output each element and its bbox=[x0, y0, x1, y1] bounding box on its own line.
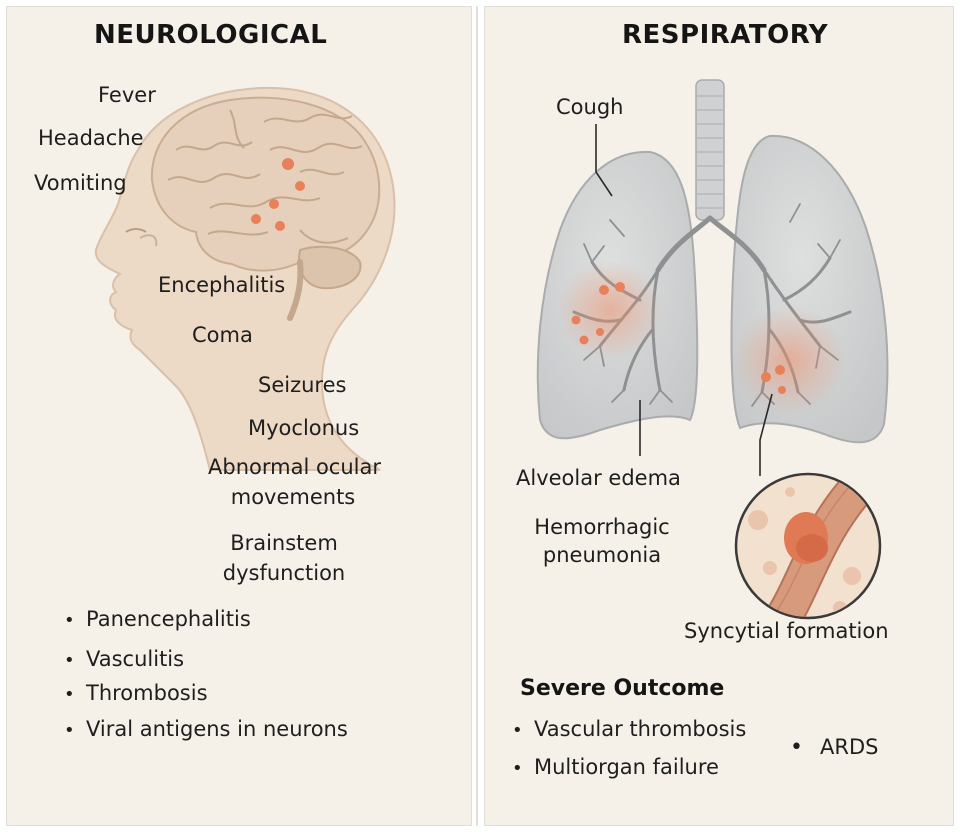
neuro-bullet-item: • Viral antigens in neurons bbox=[64, 716, 348, 744]
bullet-glyph: • bbox=[64, 720, 75, 741]
lungs-illustration bbox=[536, 79, 889, 444]
label-brainstem-line2: dysfunction bbox=[222, 561, 346, 585]
severe-side-bullet: • ARDS bbox=[790, 734, 878, 761]
label-alveolar-edema: Alveolar edema bbox=[516, 466, 681, 490]
brain-illustration bbox=[150, 96, 381, 321]
severe-bullet-text: Vascular thrombosis bbox=[534, 717, 747, 741]
label-cough: Cough bbox=[556, 95, 624, 119]
label-ocular-line1: Abnormal ocular bbox=[208, 455, 381, 479]
label-hemorrhagic-pneumonia: Hemorrhagic pneumonia bbox=[514, 514, 690, 568]
label-syncytial-formation: Syncytial formation bbox=[684, 619, 889, 643]
neuro-bullet-item: • Thrombosis bbox=[64, 680, 208, 708]
neurological-heading: NEUROLOGICAL bbox=[94, 20, 328, 50]
severe-bullet-item: • Vascular thrombosis bbox=[512, 716, 746, 744]
label-encephalitis: Encephalitis bbox=[158, 273, 286, 297]
neuro-bullet-text: Viral antigens in neurons bbox=[86, 717, 348, 741]
severe-bullet-item: • Multiorgan failure bbox=[512, 754, 719, 782]
label-seizures: Seizures bbox=[258, 373, 347, 397]
severe-bullet-text: Multiorgan failure bbox=[534, 755, 719, 779]
bullet-glyph: • bbox=[790, 735, 803, 760]
neuro-bullet-text: Vasculitis bbox=[86, 647, 185, 671]
label-hemorrhagic-line2: pneumonia bbox=[542, 543, 662, 567]
label-ocular-line2: movements bbox=[230, 485, 356, 509]
label-headache: Headache bbox=[38, 126, 144, 150]
vessel-magnifier-illustration bbox=[734, 472, 882, 620]
neuro-bullet-text: Thrombosis bbox=[86, 681, 208, 705]
respiratory-heading: RESPIRATORY bbox=[622, 20, 829, 50]
severe-outcome-title: Severe Outcome bbox=[520, 676, 725, 701]
label-brainstem-line1: Brainstem bbox=[230, 531, 338, 555]
label-hemorrhagic-line1: Hemorrhagic bbox=[534, 515, 670, 539]
panel-divider bbox=[476, 6, 478, 826]
leader-lines bbox=[595, 124, 773, 476]
bullet-glyph: • bbox=[64, 610, 75, 631]
neuro-bullet-item: • Vasculitis bbox=[64, 646, 184, 674]
bullet-glyph: • bbox=[64, 684, 75, 705]
label-brainstem-dysfunction: Brainstem dysfunction bbox=[196, 530, 372, 586]
severe-side-bullet-text: ARDS bbox=[820, 735, 879, 759]
neuro-bullet-item: • Panencephalitis bbox=[64, 606, 251, 634]
bullet-glyph: • bbox=[512, 758, 523, 779]
label-fever: Fever bbox=[98, 83, 156, 107]
bullet-glyph: • bbox=[512, 720, 523, 741]
label-abnormal-ocular-movements: Abnormal ocular movements bbox=[208, 454, 381, 510]
label-vomiting: Vomiting bbox=[34, 171, 127, 195]
label-myoclonus: Myoclonus bbox=[248, 416, 360, 440]
neuro-bullet-text: Panencephalitis bbox=[86, 607, 251, 631]
label-coma: Coma bbox=[192, 323, 253, 347]
bullet-glyph: • bbox=[64, 650, 75, 671]
